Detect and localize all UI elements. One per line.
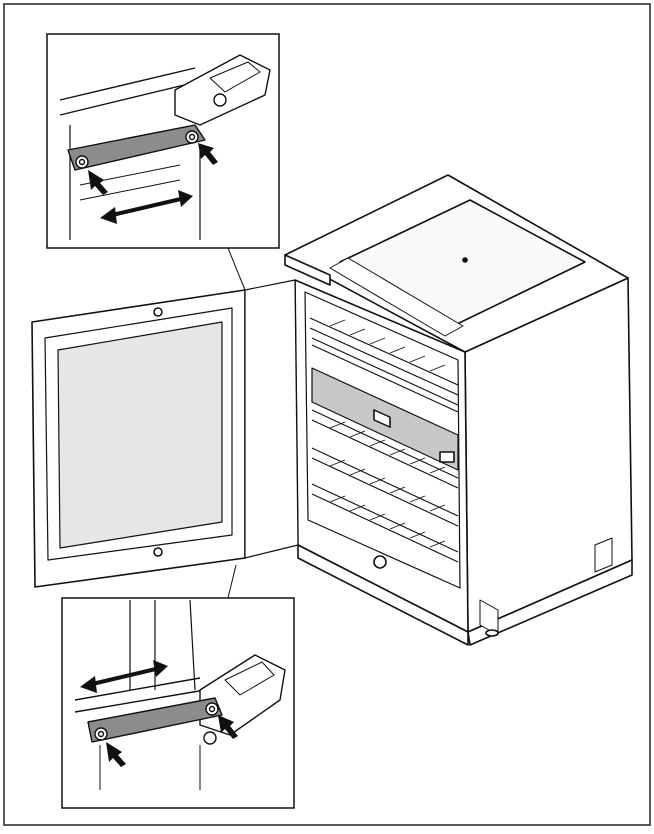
wine-cooler xyxy=(284,174,633,646)
bottom-bracket xyxy=(87,697,223,743)
double-arrow-icon xyxy=(100,190,193,224)
foot-front xyxy=(479,599,499,636)
top-edge-strip xyxy=(329,257,464,337)
door-edge xyxy=(244,279,299,559)
door-glass xyxy=(57,321,223,549)
foot-rear xyxy=(594,537,613,573)
top-screw xyxy=(462,257,468,263)
wine-shelves xyxy=(309,317,459,563)
control-buttons xyxy=(439,451,455,463)
foot-pad xyxy=(485,629,499,637)
push-arrow-icon xyxy=(106,715,238,767)
callout-leaders xyxy=(227,247,246,599)
plinth xyxy=(297,544,469,646)
plinth-hole xyxy=(373,555,387,569)
display-readout xyxy=(373,409,391,428)
open-door xyxy=(31,279,299,588)
top-door-edge xyxy=(59,67,206,116)
top-hinge-rail xyxy=(284,254,331,286)
shelf-slats xyxy=(329,319,446,548)
double-arrow-icon xyxy=(80,660,168,693)
base-side xyxy=(467,559,633,646)
push-arrow-icon xyxy=(88,143,218,195)
cabinet-interior xyxy=(304,291,461,589)
door-top-hole xyxy=(153,307,163,317)
top-bracket xyxy=(67,124,206,171)
door-bottom-hole xyxy=(153,547,163,557)
bottom-door-edge xyxy=(74,677,206,713)
bottom-hinge-detail xyxy=(61,597,295,809)
top-hinge-detail xyxy=(46,33,280,249)
